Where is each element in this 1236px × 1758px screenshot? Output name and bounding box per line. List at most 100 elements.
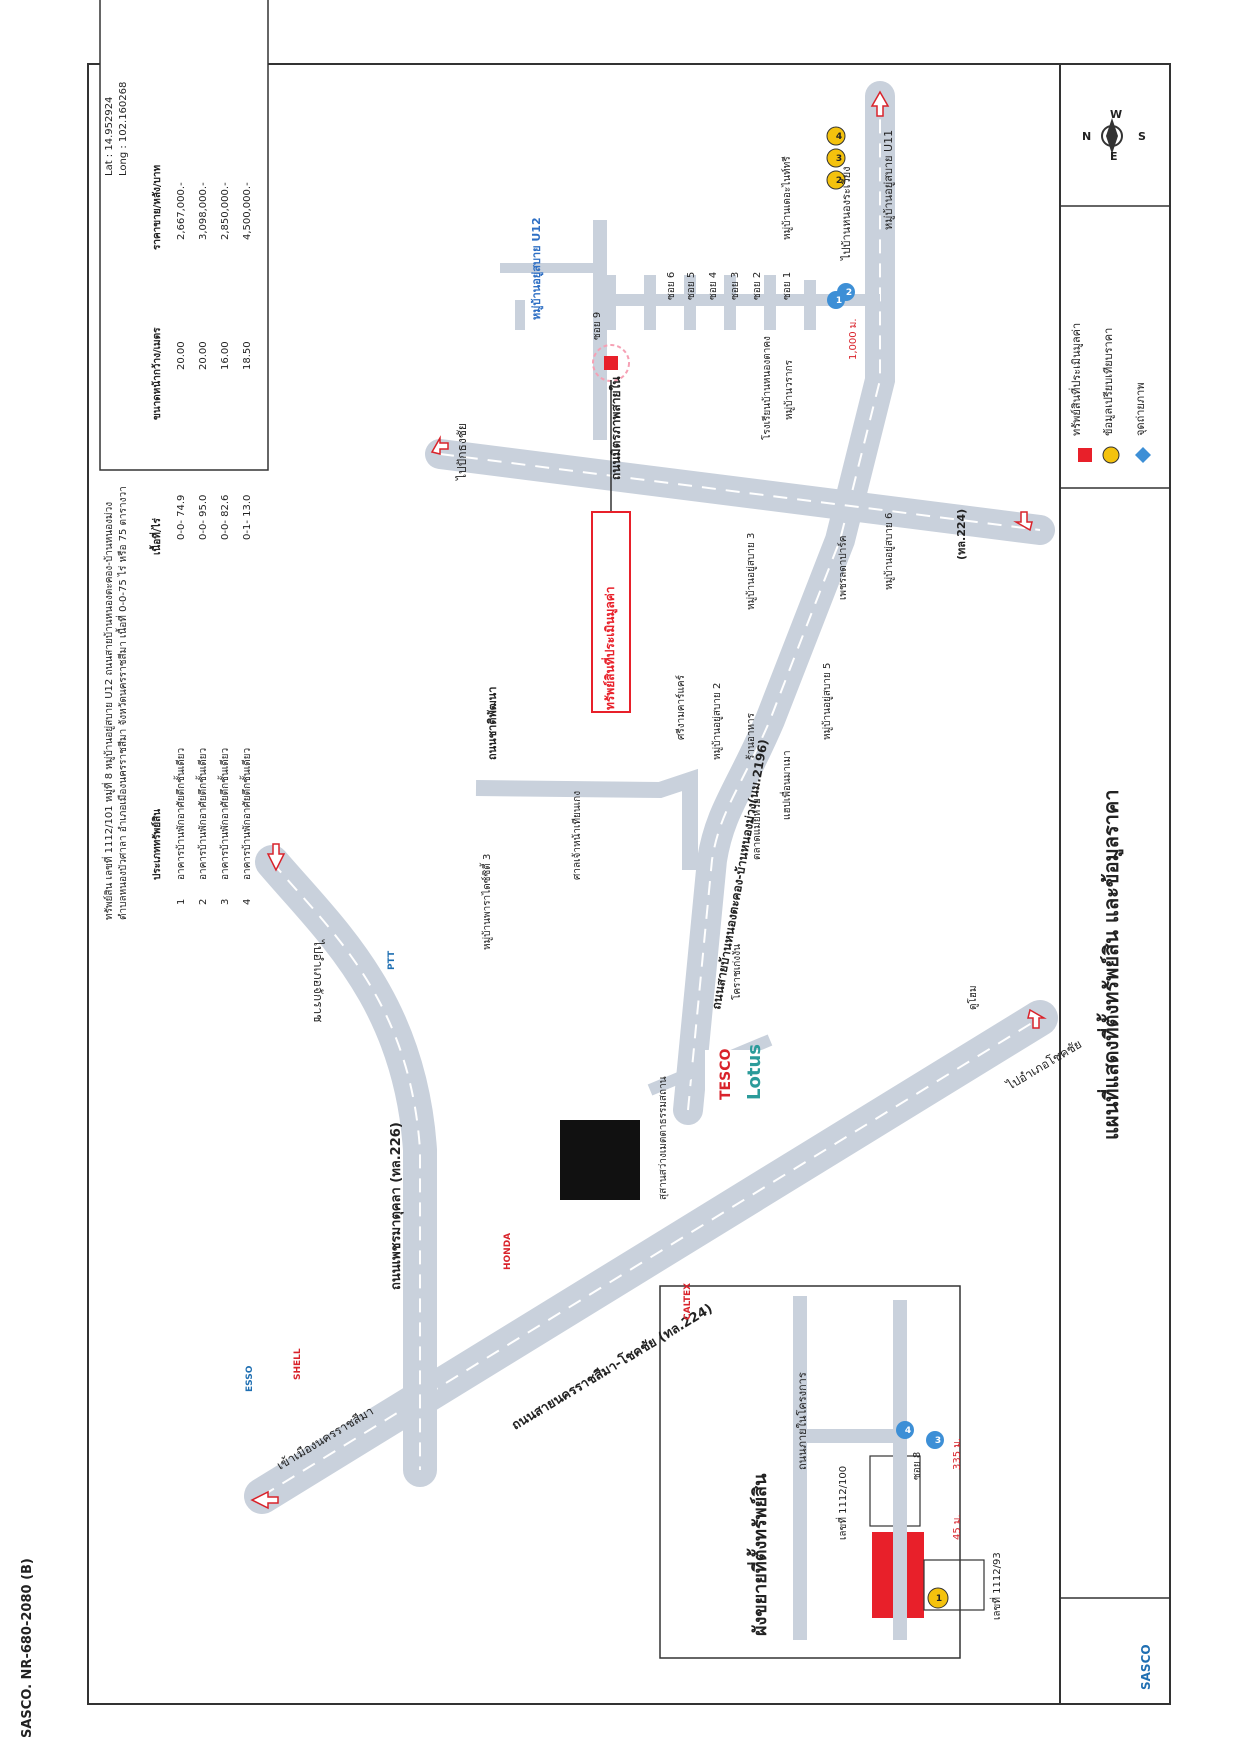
comparable-number-2: 3 [836,154,842,164]
long-value: Long : 102.160268 [118,82,129,176]
table-row-frontage-2: 16.00 [220,341,231,370]
inset-frame [659,1285,961,1659]
school-label: โรงเรียนบ้านหนองตาคง [760,336,773,440]
marker-m4: 4 [905,1426,911,1436]
table-row-frontage-0: 20.00 [176,341,187,370]
soi1-label: ซอย 1 [782,272,793,300]
lat-value: Lat : 14.952924 [104,97,115,176]
table-row-no-3: 4 [242,899,253,905]
phetmatukhla-road [255,845,437,1487]
table-row-area-2: 0-0- 82.6 [220,495,231,540]
property-location: ตำบลหนองบัวศาลา อำเภอเมืองนครราชสีมา จัง… [115,486,129,920]
table-row-area-0: 0-0- 74.9 [176,495,187,540]
comparable-number-1: 2 [836,176,842,186]
soi4-label: ซอย 4 [708,272,719,300]
photo-markers [827,283,944,1449]
table-row-price-3: 4,500,000.- [242,182,253,240]
subject-pointer-box [591,511,631,713]
marker-m1: 1 [836,296,842,306]
honda-label: HONDA [503,1233,513,1270]
nongtakhong-road [673,81,895,1125]
comparable-number-3: 4 [836,132,842,142]
village-yoo-label: หมู่บ้านเดอะไนท์ทรี [781,156,793,240]
soi5-label: ซอย 5 [686,272,697,300]
ring-code: (ทล.224) [955,509,968,560]
table-row-type-2: อาคารบ้านพักอาศัยตึกชั้นเดียว [217,748,231,880]
table-header-2: เนื้อที่/ไร่ [149,517,163,555]
legend-label-1: ข้อมูลเปรียบเทียบราคา [1102,328,1115,436]
comparable-number-0: 1 [936,1594,942,1604]
shell-label: SHELL [293,1348,303,1380]
park-label: สุสานสว่างเมตตาธรรมสถาน [658,1076,669,1200]
direction-arrows [250,90,1047,1510]
to-chakkarat: ไปอำเภอจักราช [311,939,325,1022]
subject-property-marker [604,356,618,370]
table-header-3: ขนาดหน้ากว้าง/เมตร [151,327,163,420]
table-row-no-1: 2 [198,899,209,905]
dist-1000-label: 1,000 ม. [848,318,859,360]
dist-45-label: 45 ม. [952,1514,963,1540]
ring-road [425,439,1055,545]
shrine-pagoda-icon [560,1120,640,1200]
restaurant-label: ร้านอาหาร [745,712,757,760]
korat-label: โคราชเก่งงัน [730,944,743,1000]
soi8-label: ซอย 8 [912,1452,923,1480]
page-code: SASCO. NR-680-2080 (B) [20,1558,35,1738]
market-label: ตลาดแม่ยี่หวย [749,798,763,860]
table-row-frontage-3: 18.50 [242,341,253,370]
legend-red-square-icon [1078,448,1092,462]
village-2-label: หมู่บ้านอยู่สบาย 2 [711,683,723,760]
dohome-label: ดูโฮม [966,985,979,1010]
ptt-label: PTT [387,950,397,970]
table-row-area-3: 0-1- 13.0 [242,495,253,540]
map-title: แผนที่แสดงที่ตั้งทรัพย์สิน และข้อมูลราคา [1096,789,1125,1140]
info-table-group [99,0,269,471]
marker-m3: 3 [935,1436,941,1446]
soi9-label: ซอย 9 [592,312,603,340]
brand-name: SASCO [1139,1644,1153,1690]
lot-1112-100-label: เลขที่ 1112/100 [835,1466,849,1540]
village-5-label: หมู่บ้านอยู่สบาย 5 [821,663,833,740]
chatphatthana-road [475,768,698,870]
village-varakorn-label: หมู่บ้านวรากร [783,359,795,420]
village-city3-label: หมู่บ้านพาราไดซ์ซิตี้ 3 [479,854,493,950]
village-6-label: หมู่บ้านอยู่สบาย 6 [883,513,895,590]
anonghen-label: แฮปเพื่อนมาเมา [779,750,793,820]
tesco-label-1: TESCO [718,1049,734,1100]
soi2-label: ซอย 2 [752,272,763,300]
siam-label: ศรีงามคาร์แคร์ [675,674,687,740]
table-row-type-0: อาคารบ้านพักอาศัยตึกชั้นเดียว [173,748,187,880]
tesco-label-2: Lotus [744,1044,765,1100]
table-row-type-1: อาคารบ้านพักอาศัยตึกชั้นเดียว [195,748,209,880]
u11-label: หมู่บ้านอยู่สบาย U11 [882,130,895,230]
soi3-label: ซอย 3 [730,272,741,300]
phetmatukhla-label: ถนนเพชรมาตุคลา (ทล.226) [389,1122,404,1290]
dist-335-label: 335 ม. [952,1438,963,1470]
table-header-1: ประเภททรัพย์สิน [151,809,163,880]
marker-m2: 2 [846,288,852,298]
legend-yellow-circle-icon [1102,446,1120,464]
subject-pointer-label: ทรัพย์สินที่ประเมินมูลค่า [601,587,618,711]
lot-1112-label: เลขที่ 1112/93 [989,1552,1003,1620]
chatphatthana-label: ถนนชาติพัฒนา [486,687,499,760]
legend-label-2: จุดถ่ายภาพ [1134,382,1147,436]
compass-n: N [1082,130,1091,143]
project-road-label: ถนนภายในโครงการ [795,1372,809,1470]
compass-w: W [1110,108,1122,121]
soi6-label: ซอย 6 [666,272,677,300]
table-row-price-2: 2,850,000.- [220,182,231,240]
legend-label-0: ทรัพย์สินที่ประเมินมูลค่า [1068,323,1083,436]
property-description: ทรัพย์สิน เลขที่ 1112/101 หมู่ที่ 8 หมู่… [101,502,115,920]
esso-label: ESSO [245,1365,255,1392]
table-row-price-0: 2,667,000.- [176,182,187,240]
table-row-type-3: อาคารบ้านพักอาศัยตึกชั้นเดียว [239,748,253,880]
compass-icon [1101,118,1123,154]
table-row-no-2: 3 [220,899,231,905]
petch-label: เพชรลดาปาร์ค [837,536,849,600]
compass-s: S [1138,130,1146,143]
legend-blue-diamond-icon [1135,447,1151,463]
caltex-label: CALTEX [683,1283,693,1320]
shrine-label: ศาลเจ้าหน้าเทียนเกง [571,791,583,880]
table-row-area-1: 0-0- 95.0 [198,495,209,540]
